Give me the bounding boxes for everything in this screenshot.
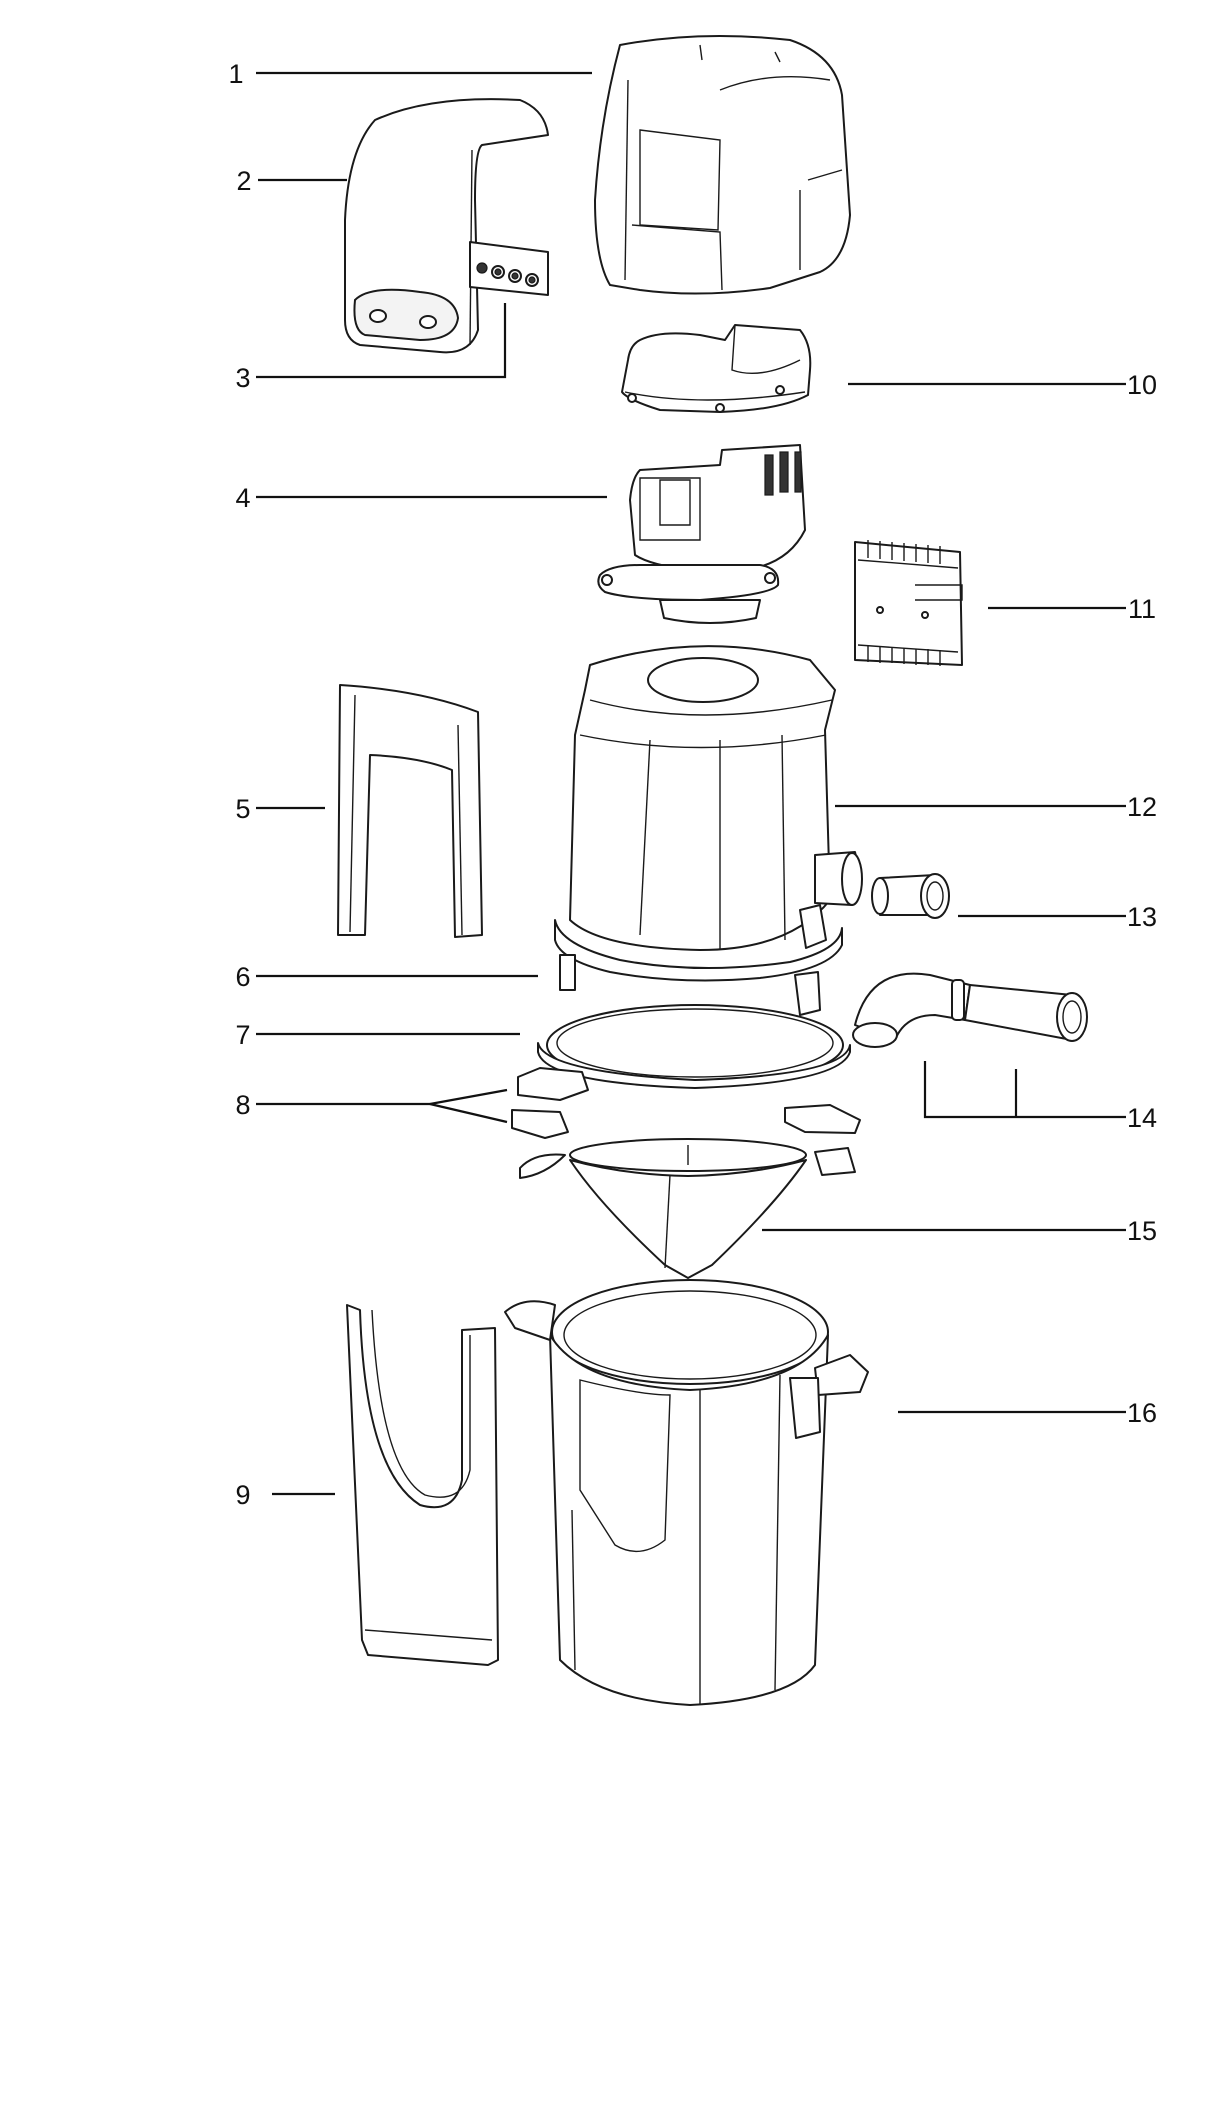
- callout-numbers: 1 2 3 4 5 6 7 8 9 10 11 12 13 14 15 16: [228, 59, 1157, 1510]
- part-1-top-cover: [594, 35, 851, 295]
- callout-7: 7: [235, 1020, 250, 1050]
- leader-3: [256, 303, 507, 379]
- leader-8c: [429, 1102, 508, 1124]
- leader-lines: [256, 71, 1126, 1496]
- callout-13: 13: [1127, 902, 1157, 932]
- part-3-connector-plate: [469, 241, 549, 296]
- callout-6: 6: [235, 962, 250, 992]
- part-14-elbow-tube: [852, 972, 1088, 1048]
- part-9-lower-trim: [346, 1304, 499, 1666]
- part-7-seal-ring: [537, 1004, 851, 1089]
- leader-8b: [429, 1088, 508, 1106]
- part-11-bracket: [854, 540, 963, 666]
- part-2-front-panel: [344, 98, 549, 354]
- callout-15: 15: [1127, 1216, 1157, 1246]
- callout-14: 14: [1127, 1103, 1157, 1133]
- callout-3: 3: [235, 363, 250, 393]
- part-4-motor: [597, 444, 806, 624]
- part-5-rear-trim: [337, 684, 483, 938]
- callout-5: 5: [235, 794, 250, 824]
- callout-10: 10: [1127, 370, 1157, 400]
- callout-9: 9: [235, 1480, 250, 1510]
- callout-8: 8: [235, 1090, 250, 1120]
- callout-12: 12: [1127, 792, 1157, 822]
- callout-11: 11: [1128, 594, 1156, 624]
- part-16-container: [504, 1279, 869, 1706]
- part-12-head-housing: [554, 645, 863, 982]
- callout-16: 16: [1127, 1398, 1157, 1428]
- part-8-clamps: [511, 1067, 861, 1176]
- callout-4: 4: [235, 483, 250, 513]
- part-6-latch: [559, 904, 827, 1016]
- part-13-inlet-adapter: [871, 873, 950, 919]
- leader-14: [923, 1061, 1126, 1119]
- callout-1: 1: [228, 59, 243, 89]
- part-15-filter-cone: [519, 1138, 807, 1279]
- callout-2: 2: [236, 166, 251, 196]
- part-10-motor-top-cover: [621, 324, 812, 413]
